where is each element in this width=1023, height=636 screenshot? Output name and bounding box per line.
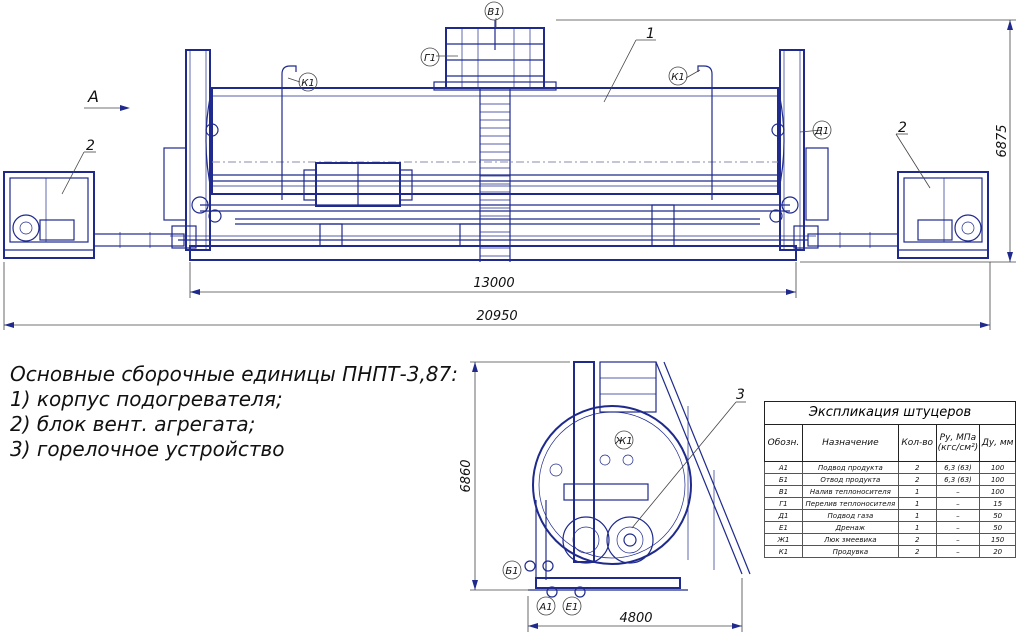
callout-part2-left: 2	[86, 138, 95, 154]
dim-13000: 13000	[473, 276, 514, 291]
table-cell: 20	[979, 545, 1016, 558]
front-dimensions	[3, 19, 1016, 330]
table-cell: 2	[897, 461, 937, 474]
fitting-label-circles	[298, 1, 832, 616]
table-cell: 1	[897, 485, 937, 498]
label-k1-right: К1	[671, 72, 684, 83]
callout-part3: 3	[736, 387, 745, 403]
table-cell: Люк змеевика	[801, 533, 899, 546]
table-cell: К1	[764, 545, 803, 558]
table-cell: 2	[897, 473, 937, 486]
fittings-table: Обозн. Назначение Кол-во Ру, МПа (кгс/см…	[764, 424, 1016, 558]
notes-item: 3) горелочное устройство	[10, 437, 285, 461]
table-cell: Г1	[764, 497, 803, 510]
table-cell: –	[935, 485, 981, 498]
dim-4800: 4800	[619, 611, 652, 626]
label-e1: Е1	[566, 602, 579, 613]
table-cell: –	[935, 533, 981, 546]
side-view	[470, 361, 751, 632]
notes-heading: Основные сборочные единицы ПНПТ-3,87:	[10, 362, 458, 386]
side-shell	[532, 405, 692, 565]
col-header: Обозн.	[764, 424, 803, 462]
notes-item: 1) корпус подогревателя;	[10, 387, 283, 411]
table-cell: 6,3 (63)	[935, 461, 981, 474]
front-view	[3, 20, 989, 262]
label-a1: А1	[538, 602, 552, 613]
col-header: Назначение	[801, 424, 899, 462]
table-title: Экспликация штуцеров	[764, 401, 1016, 425]
table-cell: –	[935, 521, 981, 534]
table-cell: Перелив теплоносителя	[801, 497, 899, 510]
assembly-notes: Основные сборочные единицы ПНПТ-3,87: 1)…	[10, 362, 458, 462]
table-cell: –	[935, 497, 981, 510]
table-cell: Ж1	[764, 533, 803, 546]
label-d1: Д1	[814, 126, 829, 137]
table-cell: 50	[979, 521, 1016, 534]
table-cell: Отвод продукта	[801, 473, 899, 486]
label-g1: Г1	[424, 53, 436, 64]
dim-20950: 20950	[476, 309, 517, 324]
left-fan-block	[3, 171, 95, 259]
view-arrow-label: A	[87, 87, 99, 106]
table-cell: 150	[979, 533, 1016, 546]
label-v1: В1	[487, 7, 500, 18]
callout-part2-right: 2	[898, 120, 907, 136]
table-cell: Е1	[764, 521, 803, 534]
table-cell: 100	[979, 473, 1016, 486]
table-cell: –	[935, 545, 981, 558]
dim-6860: 6860	[459, 459, 474, 492]
table-cell: 2	[897, 545, 937, 558]
table-cell: Б1	[764, 473, 803, 486]
right-chimney	[779, 49, 805, 251]
table-cell: Подвод продукта	[801, 461, 899, 474]
table-cell: Д1	[764, 509, 803, 522]
table-cell: 1	[897, 521, 937, 534]
callout-part1: 1	[646, 26, 655, 42]
table-cell: 50	[979, 509, 1016, 522]
table-cell: Продувка	[801, 545, 899, 558]
label-b1: Б1	[505, 566, 518, 577]
table-cell: Подвод газа	[801, 509, 899, 522]
table-cell: 2	[897, 533, 937, 546]
table-cell: 1	[897, 509, 937, 522]
callout-leaders	[61, 18, 931, 529]
right-fan-block	[897, 171, 989, 259]
table-cell: Дренаж	[801, 521, 899, 534]
table-cell: 15	[979, 497, 1016, 510]
table-header-row: Обозн. Назначение Кол-во Ру, МПа (кгс/см…	[764, 424, 1016, 462]
col-header: Ду, мм	[979, 424, 1016, 462]
table-cell: В1	[764, 485, 803, 498]
dim-6875: 6875	[995, 124, 1010, 157]
col-header: Ру, МПа (кгс/см²)	[935, 424, 981, 462]
label-k1-left: К1	[301, 78, 314, 89]
col-header: Кол-во	[897, 424, 937, 462]
label-zh1: Ж1	[614, 436, 632, 447]
notes-item: 2) блок вент. агрегата;	[10, 412, 256, 436]
table-cell: 1	[897, 497, 937, 510]
table-cell: 100	[979, 485, 1016, 498]
table-cell: Налив теплоносителя	[801, 485, 899, 498]
table-cell: –	[935, 509, 981, 522]
table-cell: 6,3 (63)	[935, 473, 981, 486]
table-cell: 100	[979, 461, 1016, 474]
table-cell: А1	[764, 461, 803, 474]
